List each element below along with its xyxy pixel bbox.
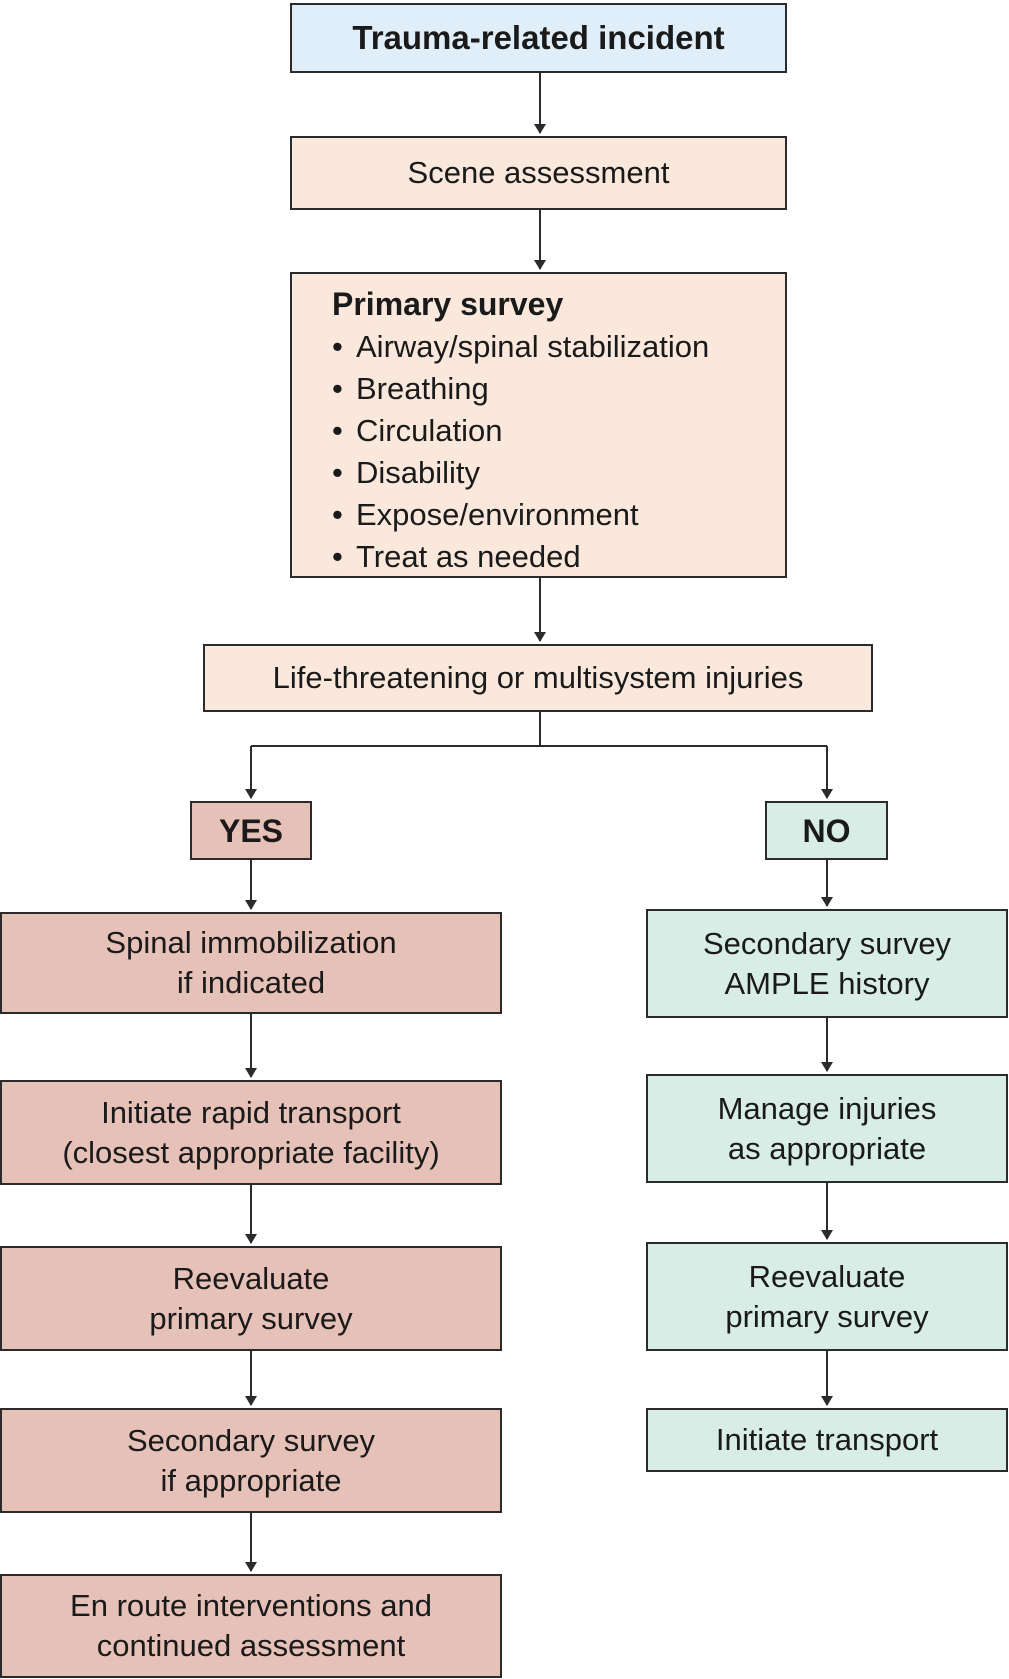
step-line: AMPLE history	[724, 965, 930, 1001]
step-line: continued assessment	[96, 1628, 406, 1663]
step-line: Manage injuries	[717, 1090, 937, 1126]
yes-step-reevaluate: Reevaluate primary survey	[0, 1246, 502, 1351]
step-line: Reevaluate	[748, 1258, 906, 1294]
scene-assessment-box: Scene assessment	[290, 136, 787, 210]
primary-survey-item: •Expose/environment	[332, 497, 639, 532]
incident-box: Trauma-related incident	[290, 3, 787, 73]
primary-survey-item: •Disability	[332, 455, 481, 490]
primary-survey-item: •Treat as needed	[332, 539, 581, 574]
step-line: (closest appropriate facility)	[62, 1134, 440, 1170]
no-step-initiate-transport: Initiate transport	[646, 1408, 1008, 1472]
step-line: Secondary survey	[126, 1422, 376, 1458]
yes-step-en-route: En route interventions and continued ass…	[0, 1574, 502, 1678]
primary-survey-title: Primary survey	[332, 286, 564, 322]
yes-label-box: YES	[190, 801, 312, 860]
no-step-secondary-survey: Secondary survey AMPLE history	[646, 909, 1008, 1018]
step-line: if indicated	[176, 965, 326, 1000]
step-line: if appropriate	[160, 1462, 342, 1498]
no-step-reevaluate: Reevaluate primary survey	[646, 1242, 1008, 1351]
step-line: En route interventions and	[70, 1588, 432, 1623]
step-line: Secondary survey	[702, 925, 952, 961]
decision-box: Life-threatening or multisystem injuries	[203, 644, 873, 712]
yes-step-secondary-survey: Secondary survey if appropriate	[0, 1408, 502, 1513]
step-line: primary survey	[149, 1300, 353, 1336]
primary-survey-box: Primary survey •Airway/spinal stabilizat…	[290, 272, 787, 578]
step-line: Initiate rapid transport	[101, 1094, 401, 1130]
primary-survey-list: •Airway/spinal stabilization •Breathing …	[332, 326, 709, 578]
step-line: as appropriate	[727, 1130, 927, 1166]
primary-survey-item: •Airway/spinal stabilization	[332, 329, 710, 364]
step-line: Reevaluate	[172, 1260, 330, 1296]
primary-survey-item: •Circulation	[332, 413, 503, 448]
step-line: primary survey	[725, 1298, 929, 1334]
yes-step-rapid-transport: Initiate rapid transport (closest approp…	[0, 1080, 502, 1185]
no-label-box: NO	[765, 801, 888, 860]
step-line: Spinal immobilization	[105, 925, 397, 960]
yes-step-spinal-immobilization: Spinal immobilization if indicated	[0, 912, 502, 1014]
primary-survey-item: •Breathing	[332, 371, 489, 406]
no-step-manage-injuries: Manage injuries as appropriate	[646, 1074, 1008, 1183]
